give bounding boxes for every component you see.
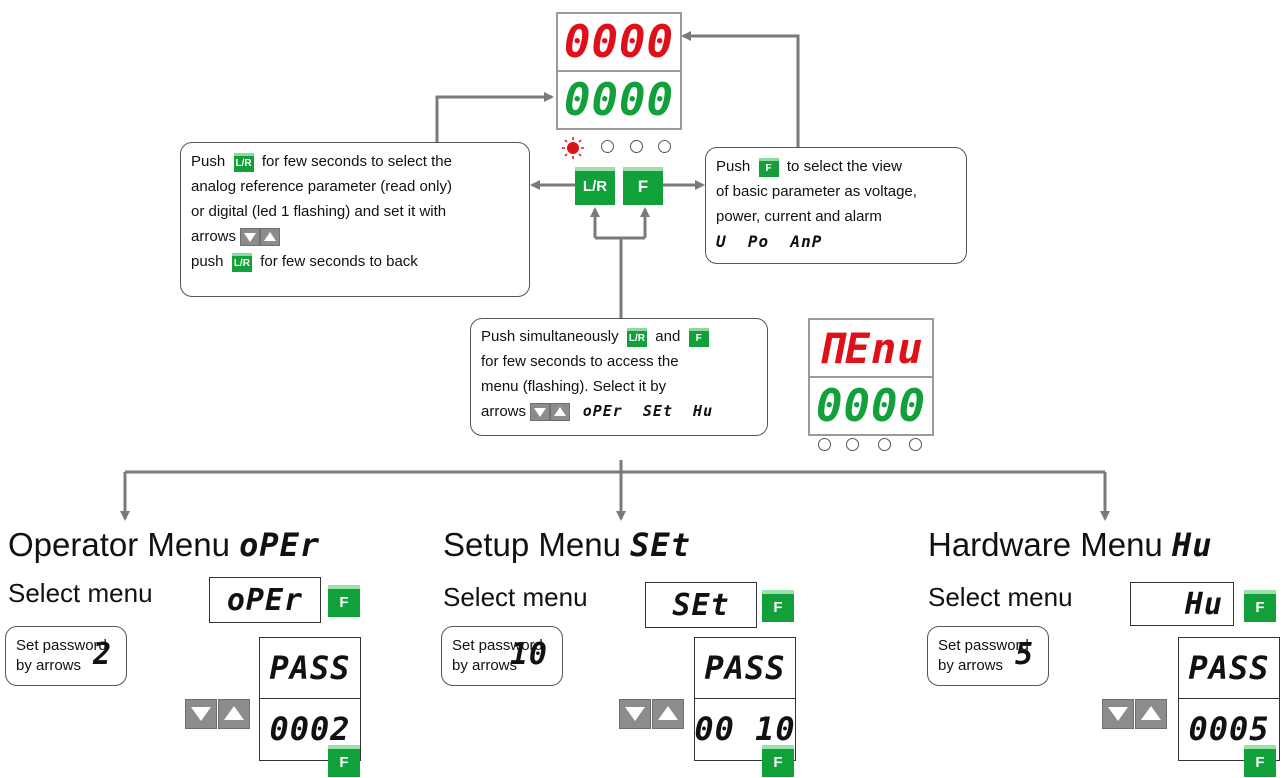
led-2 bbox=[601, 140, 614, 153]
f-button-confirm[interactable]: F bbox=[762, 745, 794, 777]
menu-code-box: SEt bbox=[645, 582, 757, 628]
display-line-2: 0000 bbox=[564, 74, 674, 126]
lr-button[interactable]: L/R bbox=[575, 167, 615, 205]
up-arrow-icon bbox=[550, 403, 571, 422]
password-value: 5 bbox=[1014, 637, 1034, 672]
setup-menu-code: SEt bbox=[630, 526, 691, 564]
menu-display: ΠEnu 0000 bbox=[808, 318, 934, 436]
menu-code-box: oPEr bbox=[209, 577, 321, 623]
down-arrow-button[interactable] bbox=[619, 699, 651, 729]
menu-access-box: Push simultaneously L/R and F for few se… bbox=[470, 318, 768, 436]
pass-value: 0005 bbox=[1188, 710, 1270, 748]
select-menu-label: Select menu bbox=[443, 582, 588, 612]
lr-key-icon: L/R bbox=[626, 327, 647, 347]
pass-value: 00 10 bbox=[694, 710, 796, 748]
arrow-right-box-to-display bbox=[681, 31, 800, 147]
menu-led-3 bbox=[878, 438, 891, 451]
pass-display: PASS 0002 bbox=[259, 637, 361, 761]
display-line-1: 0000 bbox=[564, 16, 674, 68]
f-info-box: Push F to select the view of basic param… bbox=[705, 147, 967, 264]
menu-led-2 bbox=[846, 438, 859, 451]
operator-menu-title: Operator Menu bbox=[8, 526, 230, 563]
pass-value: 0002 bbox=[269, 710, 351, 748]
f-button-confirm[interactable]: F bbox=[328, 745, 360, 777]
up-arrow-icon bbox=[260, 228, 281, 247]
down-arrow-button[interactable] bbox=[1102, 699, 1134, 729]
pass-display: PASS 00 10 bbox=[694, 637, 796, 761]
view-codes: U Po AnP bbox=[716, 232, 823, 251]
down-arrow-icon bbox=[530, 403, 551, 422]
f-button[interactable]: F bbox=[1244, 590, 1276, 622]
led-1-flashing-icon bbox=[562, 137, 584, 159]
up-arrow-button[interactable] bbox=[652, 699, 684, 729]
menu-led-4 bbox=[909, 438, 922, 451]
menu-display-line-1: ΠEnu bbox=[818, 323, 924, 373]
menu-display-line-2: 0000 bbox=[816, 380, 926, 432]
up-arrow-button[interactable] bbox=[1135, 699, 1167, 729]
up-arrow-button[interactable] bbox=[218, 699, 250, 729]
main-display: 0000 0000 bbox=[556, 12, 682, 130]
lr-key-icon: L/R bbox=[231, 252, 252, 272]
f-button[interactable]: F bbox=[623, 167, 663, 205]
f-button[interactable]: F bbox=[762, 590, 794, 622]
lr-info-box: Push L/R for few seconds to select the a… bbox=[180, 142, 530, 297]
f-key-icon: F bbox=[688, 327, 709, 347]
hardware-menu-code: Hu bbox=[1171, 526, 1213, 564]
setup-menu-title: Setup Menu bbox=[443, 526, 621, 563]
menu-led-1 bbox=[818, 438, 831, 451]
pass-label: PASS bbox=[269, 649, 351, 687]
select-menu-label: Select menu bbox=[928, 582, 1073, 612]
password-value: 2 bbox=[92, 637, 112, 672]
pass-label: PASS bbox=[704, 649, 786, 687]
lr-key-icon: L/R bbox=[233, 152, 254, 172]
f-button-confirm[interactable]: F bbox=[1244, 745, 1276, 777]
password-value: 10 bbox=[509, 637, 548, 672]
f-key-icon: F bbox=[758, 157, 779, 177]
select-menu-label: Select menu bbox=[8, 578, 153, 608]
operator-menu-code: oPEr bbox=[239, 526, 321, 564]
down-arrow-button[interactable] bbox=[185, 699, 217, 729]
down-arrow-icon bbox=[240, 228, 261, 247]
pass-label: PASS bbox=[1188, 649, 1270, 687]
menu-code-box: Hu bbox=[1130, 582, 1234, 626]
led-4 bbox=[658, 140, 671, 153]
f-button[interactable]: F bbox=[328, 585, 360, 617]
pass-display: PASS 0005 bbox=[1178, 637, 1280, 761]
menu-codes: oPEr SEt Hu bbox=[582, 402, 714, 420]
led-3 bbox=[630, 140, 643, 153]
hardware-menu-title: Hardware Menu bbox=[928, 526, 1163, 563]
arrow-left-box-to-display bbox=[435, 92, 554, 142]
